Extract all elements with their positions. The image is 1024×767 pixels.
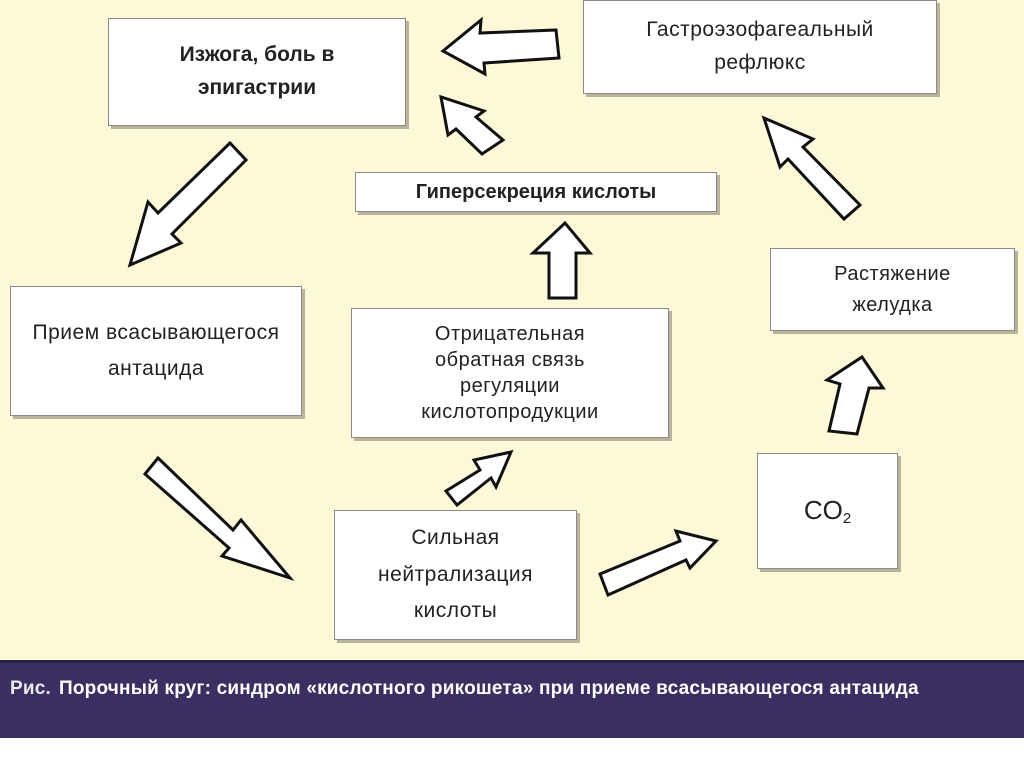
neutralization-label: Сильная нейтрализация кислоты [378, 525, 533, 623]
hypersecretion-label: Гиперсекреция кислоты [415, 180, 657, 203]
antacid-intake-box: Прием всасывающегося антацида [10, 286, 302, 416]
reflux-box: Гастроэзофагеальный рефлюкс [583, 0, 937, 94]
reflux-to-heartburn-arrow [440, 16, 561, 77]
reflux-label: Гастроэзофагеальный рефлюкс [646, 18, 874, 74]
caption-label: Рис. [10, 678, 51, 699]
co2-subscript: 2 [842, 510, 852, 527]
caption-bar: Рис. Порочный круг: синдром «кислотного р… [0, 660, 1024, 738]
neutralization-box: Сильная нейтрализация кислоты [334, 510, 577, 640]
distension-to-reflux-arrow [761, 115, 863, 222]
co2-box: CO2 [757, 453, 898, 569]
negative-feedback-label: Отрицательная обратная связь регуляции к… [421, 323, 599, 423]
heartburn-box: Изжога, боль в эпигастрии [108, 18, 406, 126]
figure-caption: Рис. Порочный круг: синдром «кислотного р… [10, 676, 1010, 701]
negative-feedback-box: Отрицательная обратная связь регуляции к… [351, 308, 669, 438]
neutralization-to-feedback-arrow [443, 449, 514, 508]
arrows-layer [127, 16, 886, 598]
antacid-to-neutralization-arrow [142, 455, 295, 582]
distension-label: Растяжение желудка [834, 262, 951, 316]
distension-box: Растяжение желудка [770, 248, 1015, 331]
diagram-canvas: Изжога, боль в эпигастрии Гастроэзофагеа… [0, 0, 1024, 660]
heartburn-label: Изжога, боль в эпигастрии [179, 43, 335, 99]
hypersecretion-box: Гиперсекреция кислоты [355, 172, 717, 212]
antacid-intake-label: Прием всасывающегося антацида [32, 321, 280, 380]
co2-label: CO2 [804, 495, 851, 527]
heartburn-to-antacid-arrow [127, 140, 249, 268]
hypersecretion-to-heartburn-arrow [439, 94, 506, 156]
co2-base: CO [803, 495, 843, 525]
neutralization-to-co2-arrow [598, 528, 719, 598]
feedback-to-hypersecretion-arrow [529, 220, 594, 300]
caption-text: Порочный круг: синдром «кислотного рикош… [59, 678, 919, 699]
co2-to-distension-arrow [823, 354, 886, 436]
